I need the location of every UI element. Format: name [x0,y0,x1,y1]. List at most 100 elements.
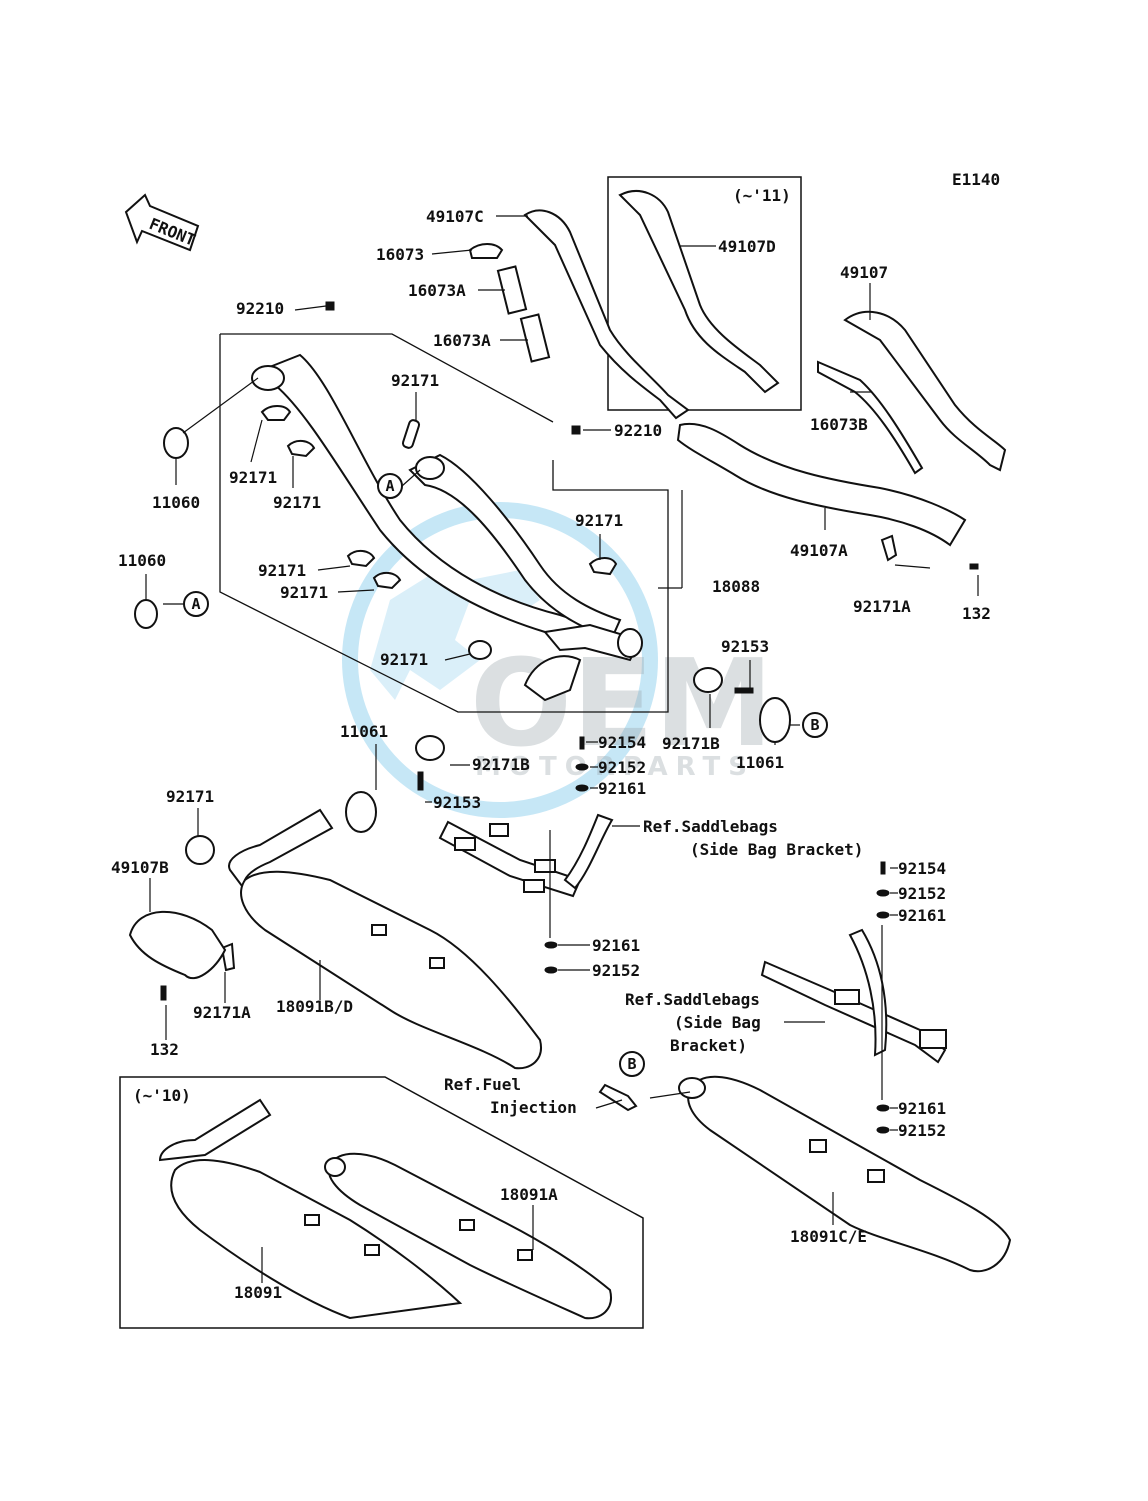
svg-text:A: A [191,595,200,613]
assembly-outline [219,334,669,713]
label-92154-2: 92154 [898,859,946,878]
washer-92161-1 [575,784,589,792]
fuel-injection-sensor [598,1083,638,1112]
label-92171-7: 92171 [380,650,428,669]
clamp-92171B-1 [693,667,723,693]
label-92171-1: 92171 [391,371,439,390]
clamp-92171-h [185,835,215,865]
label-18091A: 18091A [500,1185,558,1204]
washer-92152-2 [544,966,558,974]
label-92171A-2: 92171A [193,1003,251,1022]
clamp-92171A-1 [880,534,898,562]
sleeve-11061-right [759,697,791,743]
ref-saddlebags-1-line2: (Side Bag Bracket) [690,840,863,859]
reference-notes: Ref.Saddlebags (Side Bag Bracket) Ref.Sa… [444,817,863,1117]
label-92171B-1: 92171B [662,734,720,753]
washer-92161-3 [876,911,890,919]
bolt-92154-2 [880,861,886,875]
washer-92161-4 [876,1104,890,1112]
label-49107: 49107 [840,263,888,282]
clamp-92171-b [260,405,292,421]
callout-a-2: A [183,591,209,617]
sleeve-11061-left [345,791,377,833]
label-92171-3: 92171 [273,493,321,512]
label-11060-2: 11060 [118,551,166,570]
nut-92210-1 [325,301,335,311]
spacer-16073A-1 [496,265,528,315]
watermark-sub: MOTORPARTS [475,752,755,782]
variant-box-11 [607,176,802,411]
label-16073A-2: 16073A [433,331,491,350]
bolt-132-1 [969,563,979,570]
nut-92210-2 [571,425,581,435]
part-labels: 49107C 16073 16073A 16073A 49107D 49107 … [111,207,991,1302]
ref-fuel-line1: Ref.Fuel [444,1075,521,1094]
label-92161-1: 92161 [598,779,646,798]
label-92153-1: 92153 [721,637,769,656]
label-92154-1: 92154 [598,733,646,752]
label-92161-3: 92161 [898,906,946,925]
gasket-16073B [817,360,924,475]
washer-92152-1 [575,763,589,771]
label-92161-4: 92161 [898,1099,946,1118]
label-92161-2: 92161 [592,936,640,955]
label-49107C: 49107C [426,207,484,226]
ref-saddlebags-1-line1: Ref.Saddlebags [643,817,778,836]
gasket-11060-2 [134,599,158,629]
label-92152-1: 92152 [598,758,646,777]
clamp-92171-d [346,550,376,568]
clamp-92171-a [401,419,421,449]
saddlebag-bracket-2 [760,928,947,1064]
label-18091: 18091 [234,1283,282,1302]
label-92210-2: 92210 [614,421,662,440]
variant-box-10 [119,1076,644,1329]
label-132-2: 132 [150,1040,179,1059]
label-132-1: 132 [962,604,991,623]
bolt-92153-1 [734,687,754,694]
label-49107A: 49107A [790,541,848,560]
bolt-92154-1 [579,736,585,750]
box-10-label: (~'10) [133,1086,191,1105]
svg-text:B: B [627,1055,636,1073]
washer-92152-4 [876,1126,890,1134]
heat-shield-49107 [843,310,1007,472]
exhaust-pipe-18088 [251,353,643,702]
label-92152-2: 92152 [592,961,640,980]
label-92171-8: 92171 [166,787,214,806]
label-92152-3: 92152 [898,884,946,903]
ref-saddlebags-2-line3: Bracket) [670,1036,747,1055]
ref-saddlebags-2-line1: Ref.Saddlebags [625,990,760,1009]
gasket-16073 [468,243,504,259]
label-11060-1: 11060 [152,493,200,512]
heat-shield-49107C [523,209,690,420]
label-92152-4: 92152 [898,1121,946,1140]
label-92171-4: 92171 [575,511,623,530]
callout-a-1: A [377,473,403,499]
label-18091CE: 18091C/E [790,1227,867,1246]
heat-shield-49107B [128,910,227,980]
bolt-132-2 [160,985,167,1001]
label-16073A-1: 16073A [408,281,466,300]
heat-shield-49107D [618,190,780,394]
clamp-92171-f [588,557,618,576]
label-92210-1: 92210 [236,299,284,318]
muffler-18091 [158,1098,463,1320]
label-49107B: 49107B [111,858,169,877]
ref-saddlebags-2-line2: (Side Bag [674,1013,761,1032]
leader-lines [145,215,979,1283]
callout-b-1: B [802,712,828,738]
saddlebag-bracket-1 [438,813,614,898]
washer-92152-3 [876,889,890,897]
clamp-92171B-2 [415,735,445,761]
label-92171-5: 92171 [258,561,306,580]
label-92171-2: 92171 [229,468,277,487]
label-92171B-2: 92171B [472,755,530,774]
clamp-92171-e [372,572,402,590]
spacer-16073A-2 [519,313,551,363]
box-11-label: (~'11) [733,186,791,205]
callout-b-2: B [619,1051,645,1077]
svg-text:A: A [385,477,394,495]
label-92171A-1: 92171A [853,597,911,616]
muffler-18091CE [678,1075,1012,1273]
